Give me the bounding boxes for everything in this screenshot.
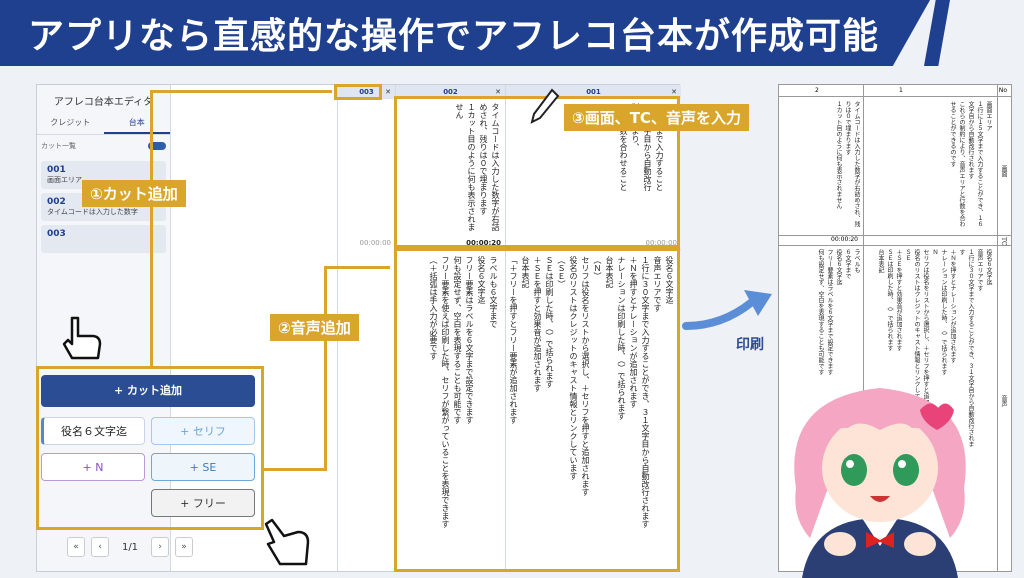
mascot-character-illustration bbox=[794, 388, 966, 578]
print-audio-text: ラベルも ６文字まで 役名６文字迄 フリー要素はラベルを６文字まで設定できます … bbox=[817, 249, 860, 375]
add-free-button[interactable]: + フリー bbox=[151, 489, 255, 517]
cut-description: 画面エリア bbox=[47, 176, 82, 184]
add-narration-button[interactable]: + N bbox=[41, 453, 145, 481]
callout-cut-add: ①カット追加 bbox=[82, 180, 186, 207]
editor-app-window: アフレコ台本エディタ クレジット 台本 カット一覧 001 画面エリア 002 … bbox=[36, 84, 681, 572]
tab-script[interactable]: 台本 bbox=[103, 111, 170, 134]
cut-list-header: カット一覧 bbox=[37, 135, 170, 157]
next-page-button[interactable]: › bbox=[151, 537, 169, 557]
sidebar: アフレコ台本エディタ クレジット 台本 カット一覧 001 画面エリア 002 … bbox=[37, 85, 171, 571]
cut-tab-highlight bbox=[334, 84, 382, 100]
column-id: 003 bbox=[359, 88, 374, 96]
print-header-row: 2 1 No bbox=[779, 85, 1011, 97]
connector-line bbox=[150, 90, 332, 93]
pointing-hand-icon bbox=[264, 518, 310, 566]
tab-credit[interactable]: クレジット bbox=[50, 118, 91, 127]
add-serif-button[interactable]: + セリフ bbox=[151, 417, 255, 445]
app-title: アフレコ台本エディタ bbox=[53, 97, 154, 108]
sidebar-tabs: クレジット 台本 bbox=[37, 111, 170, 135]
cut-number: 002 bbox=[47, 197, 66, 207]
prev-page-button[interactable]: ‹ bbox=[91, 537, 109, 557]
print-row-divider bbox=[779, 235, 1011, 236]
print-side-label-screen: 画面 bbox=[1000, 165, 1007, 177]
role-select[interactable]: 役名６文字迄 bbox=[41, 417, 145, 445]
print-label: 印刷 bbox=[736, 337, 764, 353]
screen-text: タイムコードは入力した数字が右詰めされ、残りは０で埋まります １カット目のように… bbox=[455, 103, 500, 231]
connector-line bbox=[264, 468, 326, 471]
connector-line bbox=[324, 266, 390, 269]
print-audio-text: 役名６文字迄 音声エリアです １行に３０文字まで入力することができ、３１文字目か… bbox=[877, 249, 992, 447]
banner-accent-stripe bbox=[924, 0, 950, 66]
print-side-label-tc: TC bbox=[1000, 237, 1007, 246]
print-column-divider bbox=[997, 85, 998, 571]
column-id: 001 bbox=[586, 88, 601, 96]
screen-highlight bbox=[394, 96, 680, 248]
pencil-icon bbox=[530, 88, 560, 124]
close-icon[interactable]: ✕ bbox=[671, 88, 677, 96]
print-cut-no: 1 bbox=[899, 87, 903, 94]
first-page-button[interactable]: « bbox=[67, 537, 85, 557]
print-column-divider bbox=[863, 85, 864, 571]
print-screen-text: タイムコードは入力した数字が右詰めされ、残りは０で埋まります １カット目のように… bbox=[835, 101, 860, 227]
close-icon[interactable]: ✕ bbox=[385, 88, 391, 96]
headline-banner: アプリなら直感的な操作でアフレコ台本が作成可能 bbox=[0, 0, 930, 66]
connector-line bbox=[324, 266, 327, 471]
connector-line bbox=[150, 90, 153, 366]
close-icon[interactable]: ✕ bbox=[495, 88, 501, 96]
cut-list-toggle[interactable] bbox=[148, 142, 166, 150]
column-id: 002 bbox=[443, 88, 458, 96]
headline-title: アプリなら直感的な操作でアフレコ台本が作成可能 bbox=[28, 16, 880, 57]
screen-area[interactable]: タイムコードは入力した数字が右詰めされ、残りは０で埋まります １カット目のように… bbox=[396, 99, 505, 237]
cut-number: 003 bbox=[47, 229, 66, 239]
print-timecode: 00:00:20 bbox=[831, 236, 858, 243]
print-row-divider bbox=[779, 245, 1011, 246]
print-side-label-audio: 音声 bbox=[1000, 395, 1007, 407]
cut-item-003[interactable]: 003 bbox=[41, 225, 166, 253]
last-page-button[interactable]: » bbox=[175, 537, 193, 557]
column-header: 002 ✕ bbox=[396, 85, 505, 99]
cut-column-001: 001✕ ア ５文字まで入力すること １６文字目から自動改行 制約により、 アと… bbox=[505, 85, 681, 571]
print-no-label: No bbox=[998, 87, 1007, 94]
cut-description: タイムコードは入力した数字 bbox=[47, 208, 138, 216]
pagination: « ‹ 1/1 › » bbox=[67, 537, 193, 557]
print-cut-no: 2 bbox=[815, 87, 819, 94]
timecode[interactable]: 00:00:00 bbox=[645, 239, 677, 247]
screen-area[interactable] bbox=[338, 99, 395, 237]
audio-text: ラベルも６文字まで 役名６文字迄 フリー要素はラベルを６文字まで設定できます 何… bbox=[429, 256, 498, 528]
pointing-hand-icon bbox=[62, 316, 102, 360]
timecode[interactable]: 00:00:20 bbox=[466, 239, 501, 247]
add-cut-button[interactable]: + カット追加 bbox=[41, 375, 255, 407]
audio-highlight bbox=[394, 248, 680, 572]
print-arrow-icon bbox=[682, 290, 772, 330]
callout-screen-input: ③画面、TC、音声を入力 bbox=[564, 104, 749, 131]
timecode[interactable]: 00:00:00 bbox=[359, 239, 391, 247]
audio-text: 役名６文字迄 音声エリアです １行に３０文字まで入力することができ、３１文字目か… bbox=[509, 256, 674, 528]
page-indicator: 1/1 bbox=[121, 541, 139, 553]
cut-number: 001 bbox=[47, 165, 66, 175]
buttons-highlight bbox=[36, 366, 264, 530]
print-screen-text: 画面エリア １行に１５文字まで入力することができ、１６文字目から自動改行されます… bbox=[949, 101, 992, 227]
add-se-button[interactable]: + SE bbox=[151, 453, 255, 481]
cut-list-label: カット一覧 bbox=[41, 142, 76, 150]
callout-audio-add: ②音声追加 bbox=[270, 314, 359, 341]
